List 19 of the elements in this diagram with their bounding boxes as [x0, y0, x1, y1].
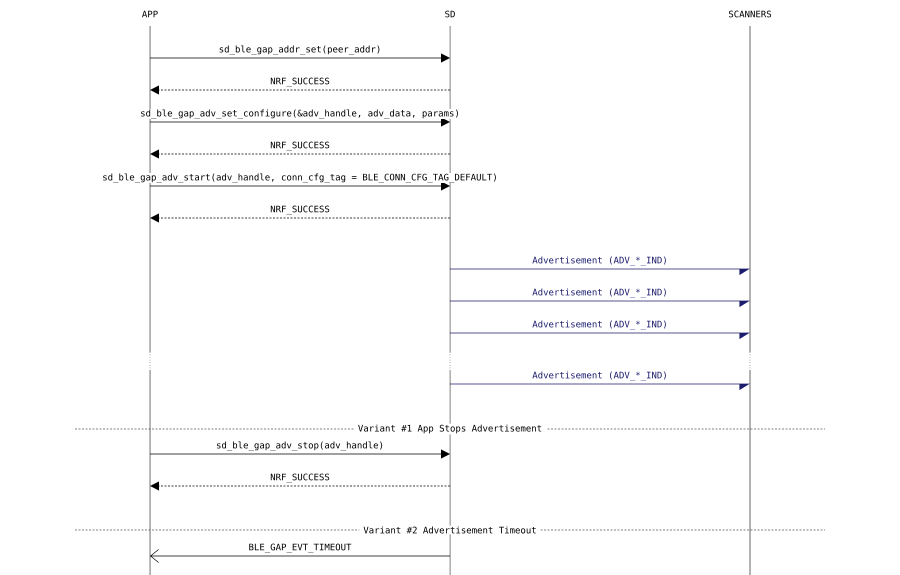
- message-label: Advertisement (ADV_*_IND): [532, 320, 668, 330]
- message-label: Advertisement (ADV_*_IND): [532, 371, 668, 381]
- lifeline-header: APP: [140, 10, 160, 18]
- message-label: BLE_GAP_EVT_TIMEOUT: [248, 543, 352, 553]
- lifeline-header: SD: [444, 10, 456, 18]
- message-label: NRF_SUCCESS: [270, 205, 330, 215]
- section-label: Variant #2 Advertisement Timeout: [359, 526, 541, 534]
- message-arrow: [150, 549, 450, 563]
- message-label: Advertisement (ADV_*_IND): [532, 256, 668, 266]
- section-label: Variant #1 App Stops Advertisement: [354, 424, 546, 434]
- lifeline-header: SCANNERS: [727, 10, 773, 18]
- message-label: NRF_SUCCESS: [270, 77, 330, 87]
- message-label: Advertisement (ADV_*_IND): [532, 288, 668, 298]
- message-label: sd_ble_gap_adv_start(adv_handle, conn_cfg_tag = BLE_CONN_CFG_TAG_DEFAULT): [102, 173, 498, 183]
- message-label: NRF_SUCCESS: [270, 141, 330, 151]
- message-label: sd_ble_gap_addr_set(peer_addr): [218, 45, 382, 55]
- message-label: NRF_SUCCESS: [270, 473, 330, 483]
- message-label: sd_ble_gap_adv_stop(adv_handle): [216, 441, 384, 451]
- message-label: sd_ble_gap_adv_set_configure(&adv_handle, adv_data, params): [140, 109, 460, 119]
